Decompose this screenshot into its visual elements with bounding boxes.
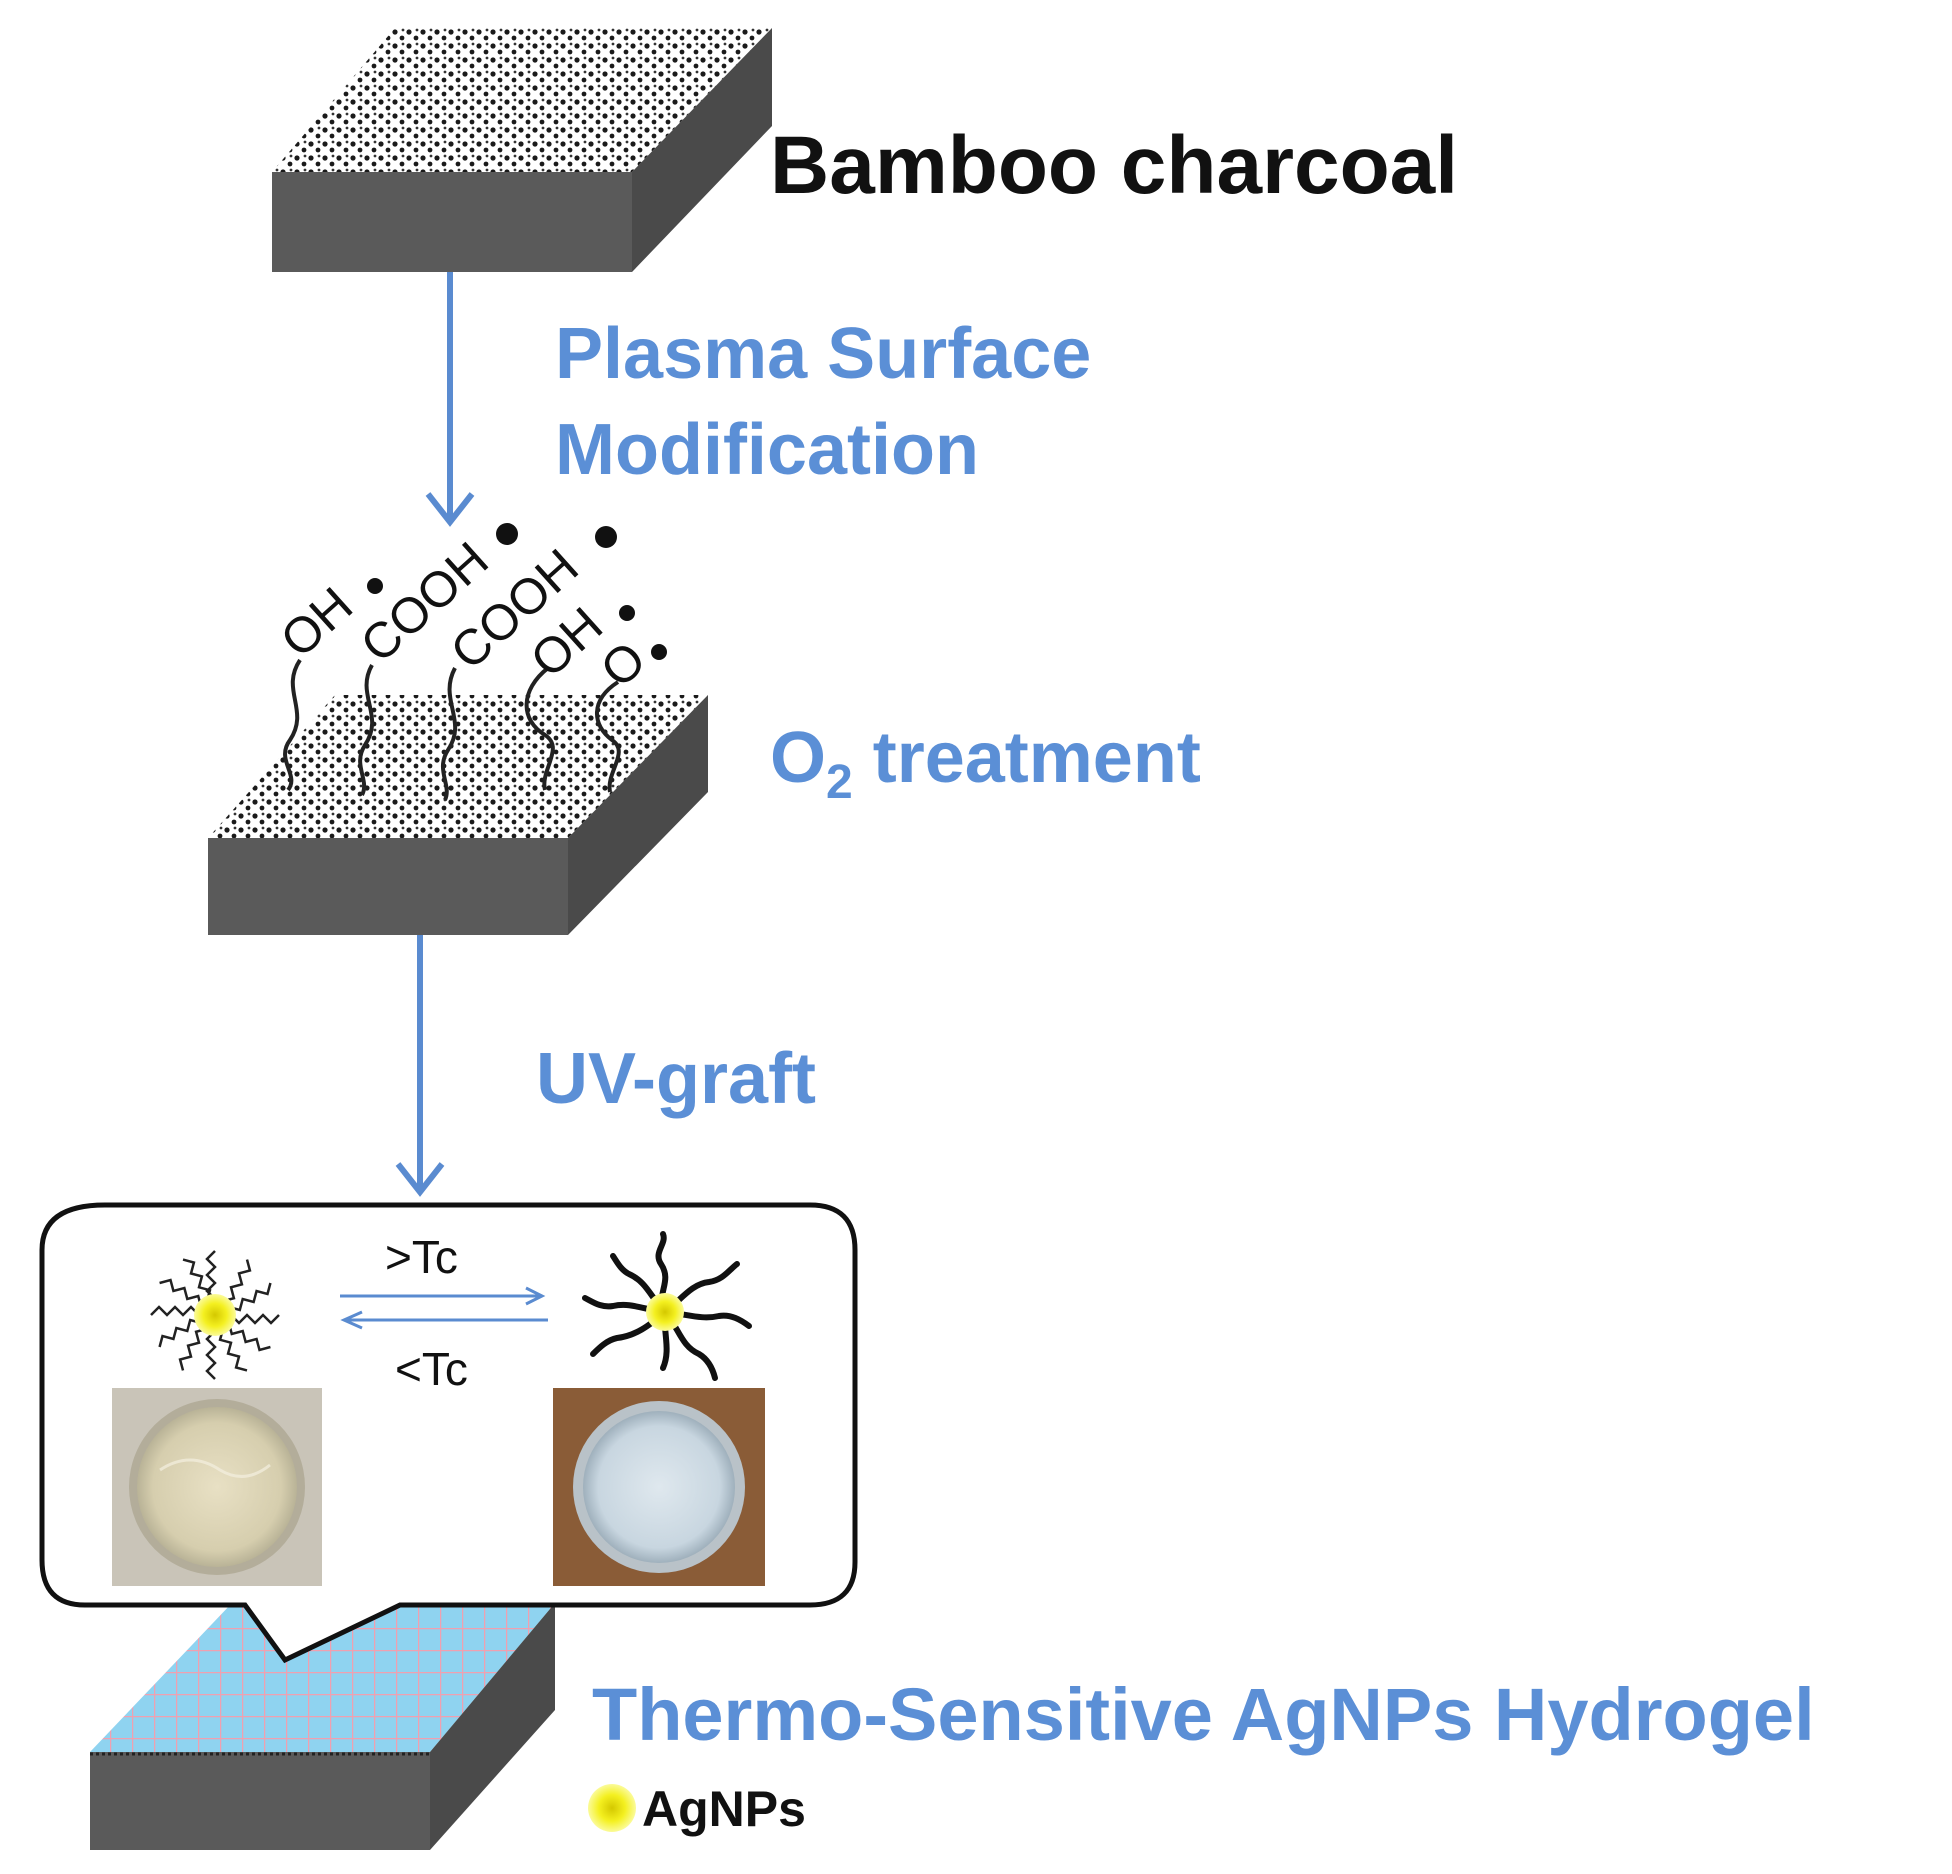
o2-treatment-label: O2 treatment (770, 718, 1201, 809)
polymer-chains (283, 658, 621, 801)
hydrogel-label: Thermo-Sensitive AgNPs Hydrogel (592, 1673, 1815, 1756)
agnp-collapsed-chains (582, 1231, 752, 1381)
uv-graft-label: UV-graft (536, 1039, 816, 1119)
arrow-uv-head (395, 1162, 445, 1197)
above-tc-label: >Tc (385, 1231, 458, 1283)
radical-dots (367, 523, 667, 660)
plasma-label-line2: Modification (555, 410, 979, 490)
reversible-arrows (340, 1286, 548, 1330)
bamboo-charcoal-label: Bamboo charcoal (770, 120, 1458, 211)
bamboo-charcoal-block (272, 28, 772, 272)
agnps-legend-marker (588, 1784, 636, 1832)
arrow-plasma-head (425, 492, 475, 527)
below-tc-label: <Tc (395, 1343, 468, 1395)
agnp-extended-chains (150, 1250, 280, 1380)
hydrogel-block (90, 1603, 555, 1850)
photo-clear-gel (112, 1388, 322, 1586)
plasma-label-line1: Plasma Surface (555, 314, 1091, 394)
treated-charcoal-block (208, 695, 708, 935)
agnps-legend-label: AgNPs (642, 1781, 806, 1837)
group-oh-1: OH (270, 576, 363, 668)
photo-opaque-gel (553, 1388, 765, 1586)
